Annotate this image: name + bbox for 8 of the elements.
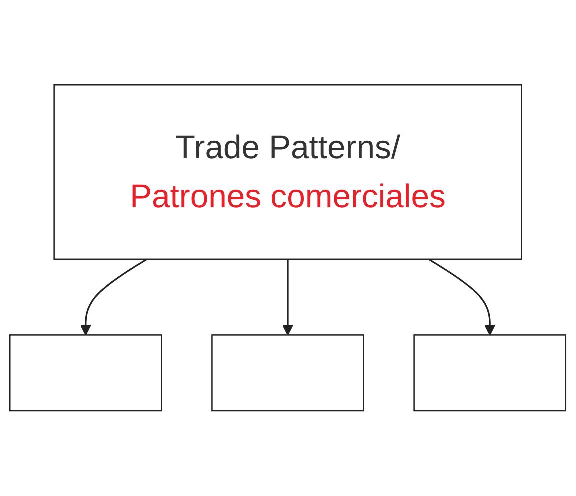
arrow xyxy=(80,258,148,336)
arrow xyxy=(282,259,294,336)
flowchart: Trade Patterns/ Patrones comerciales xyxy=(0,74,576,422)
node-box xyxy=(212,334,364,412)
node-box xyxy=(9,334,162,412)
node-box xyxy=(54,84,522,260)
node-box xyxy=(414,334,567,412)
arrow xyxy=(428,258,496,336)
